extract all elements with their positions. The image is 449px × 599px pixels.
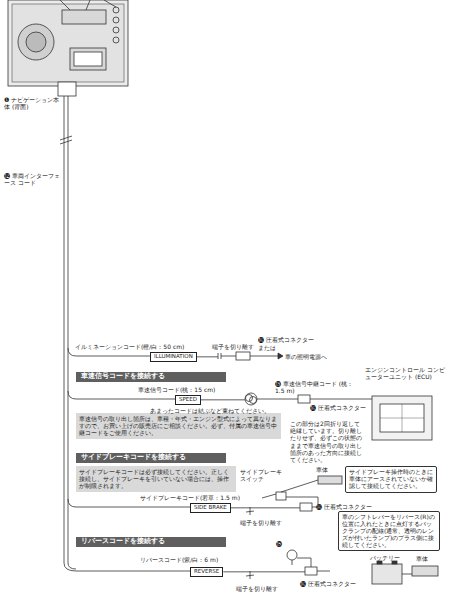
- part-label: ⓰ 圧着式コネクター: [300, 580, 356, 587]
- part-label: ⓭ 車速信号中継コード (桃：1.5 m): [275, 380, 357, 394]
- node-text: サイドブレーキコードを接続する: [81, 454, 221, 462]
- node-text: 車速信号コードを接続する: [81, 373, 221, 381]
- wire: [197, 356, 218, 357]
- part-label: 車体: [316, 466, 328, 473]
- part-label: ⓰ 圧着式コネクター: [310, 404, 366, 411]
- node-text: ILLUMINATION: [154, 353, 193, 361]
- part-label: サイドブレーキコード(若草：1.5 m): [140, 494, 240, 501]
- section-band: サイドブレーキコードを接続する: [76, 453, 226, 463]
- node-text: 車速信号の取り出し箇所は、車種・年式・エンジン型式によって異なりますので、お買い…: [79, 415, 278, 437]
- part-label: 車速信号コード(桃：15 cm): [138, 386, 215, 393]
- wire: [223, 571, 305, 572]
- part-label: ⓰ 圧着式コネクター: [258, 336, 314, 343]
- part-label: エンジンコントロール コンピューターユニット (ECU): [365, 366, 445, 380]
- part-label: あまったコードは結ぶなど束ねてください。: [150, 407, 270, 414]
- part-label: 端子を切り離す: [236, 585, 278, 592]
- callout-box: 車のシフトレバーをリバース(R)の位置に入れたときに点灯するバックランプの配線(…: [338, 511, 440, 551]
- part-label: 車の照明電源へ: [285, 353, 327, 360]
- part-label: バッテリー: [370, 554, 400, 561]
- node-text: 車のシフトレバーをリバース(R)の位置に入れたときに点灯するバックランプの配線(…: [342, 514, 436, 548]
- part-label: 車体: [416, 555, 428, 562]
- connector-label: ILLUMINATION: [150, 352, 197, 362]
- part-label: ❶ ナビゲーション本体 (背面): [4, 96, 64, 110]
- connector-label: SPEED: [175, 395, 201, 405]
- callout-box: サイドブレーキ操作時のときに車体にアースされていないか確認して接続してください。: [345, 466, 437, 493]
- part-label: リバースコード(紫/白：6 m): [140, 556, 218, 563]
- note-box: サイドブレーキコードは必ず接続してください。正しく接続し、サイドブレーキを引いて…: [76, 466, 236, 492]
- part-label: 端子を切り離す: [212, 343, 254, 350]
- section-band: 車速信号コードを接続する: [76, 372, 226, 382]
- node-text: SPEED: [179, 396, 197, 404]
- node-text: サイドブレーキコードは必ず接続してください。正しく接続し、サイドブレーキを引いて…: [79, 468, 233, 490]
- part-label: ⓰ 圧着式コネクター: [316, 503, 372, 510]
- node-text: REVERSE: [194, 568, 219, 576]
- node-text: サイドブレーキ操作時のときに車体にアースされていないか確認して接続してください。: [349, 469, 433, 490]
- part-label: この部分は2回折り返して絶縁しています。切り離したりせず、必ずこの状態のままで車…: [290, 420, 364, 463]
- connector-label: REVERSE: [190, 567, 223, 577]
- node-text: SIDE BRAKE: [194, 504, 227, 512]
- connector-label: SIDE BRAKE: [190, 503, 231, 513]
- wire: [231, 507, 300, 508]
- part-label: 端子を切り離す: [240, 519, 282, 526]
- part-label: または: [258, 344, 276, 351]
- callout-number: ⓯: [276, 540, 282, 547]
- wire: [201, 399, 245, 400]
- part-label: イルミネーションコード(橙/白：50 cm): [75, 343, 184, 350]
- section-band: リバースコードを接続する: [76, 537, 226, 547]
- part-label: ⓬ 車両インターフェース コード: [4, 172, 62, 186]
- part-label: サイドブレーキ スイッチ: [240, 468, 286, 482]
- note-box: 車速信号の取り出し箇所は、車種・年式・エンジン型式によって異なりますので、お買い…: [76, 413, 281, 439]
- node-text: リバースコードを接続する: [81, 538, 221, 546]
